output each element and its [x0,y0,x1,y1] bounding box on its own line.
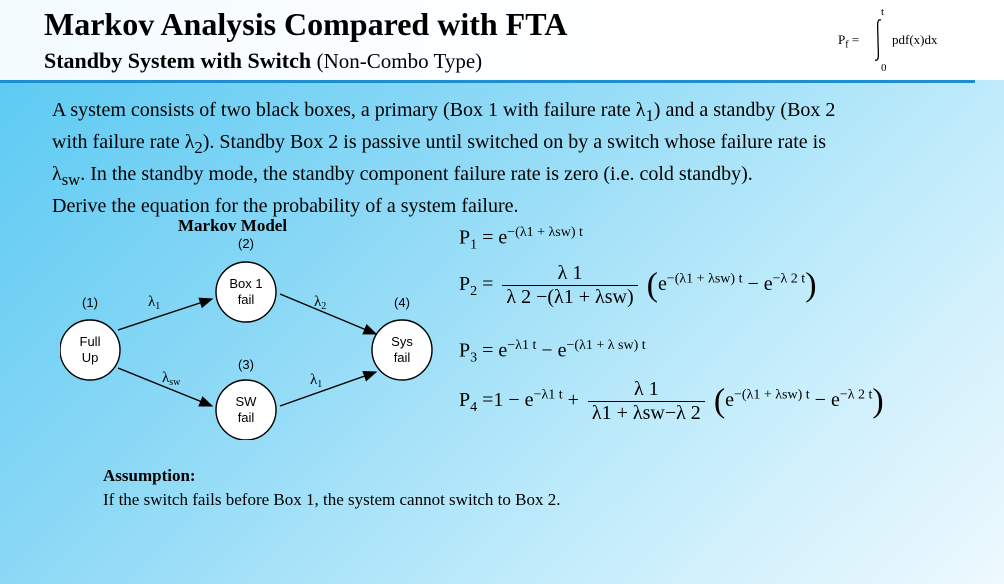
integrand: pdf(x)dx [892,32,938,47]
state-1-circle [60,319,121,381]
desc-s4: ). Standby Box 2 is passive until switch… [202,131,826,153]
desc-s3-sub: 2 [194,138,203,157]
state-3-line2: fail [238,410,255,425]
p4-minus: − e [809,389,840,412]
state-2-line1: Box 1 [229,276,262,291]
rate-1-2: λ1 [148,294,160,312]
p4-sub: 4 [470,400,478,416]
p2-exp1: −(λ1 + λsw) t [666,271,743,287]
integral-sign [874,19,882,61]
p2-lhs: P [459,273,471,296]
state-4-line1: Sys [391,334,413,349]
p1-sub: 1 [470,237,478,253]
edge-3-4 [279,370,378,407]
header-divider [0,80,975,83]
desc-s6: . In the standby mode, the standby compo… [80,163,753,185]
desc-s5: λ [52,163,62,185]
p3-exp2: −(λ1 + λ sw) t [566,338,646,353]
desc-s5-sub: sw [61,170,81,189]
integral-formula: Pf = t 0 pdf(x)dx [838,4,968,74]
edge-1-2 [117,297,214,331]
state-3-line1: SW [236,394,258,409]
state-2-id: (2) [238,236,254,251]
formula-lhs: Pf = [838,32,860,51]
integral-lower: 0 [881,62,887,74]
edge-2-4 [279,293,378,335]
p4-exp2: −(λ1 + λsw) t [734,387,810,403]
problem-description: A system consists of two black boxes, a … [52,97,952,220]
state-4-circle [371,319,433,381]
state-3-circle [215,379,277,440]
p4-eq: =1 − e [477,389,534,412]
p3-lhs: P [459,339,471,362]
p4-lparen: ( [713,382,726,420]
p4-exp1: −λ1 t [533,387,563,403]
page-subtitle: Standby System with Switch (Non-Combo Ty… [44,48,482,74]
rate-3-4: λ1 [310,372,322,390]
p2-minus: − e [742,273,773,296]
p2-eq: = [477,273,499,296]
state-4-id: (4) [394,295,410,310]
desc-s3: with failure rate λ [52,131,195,153]
p2-num: λ 1 [502,262,638,286]
p4-den: λ1 + λsw−λ 2 [591,402,701,424]
p4-rparen: ) [872,382,884,420]
desc-s1: A system consists of two black boxes, a … [52,99,646,121]
assumption-heading: Assumption: [103,466,196,485]
p1-eq: = e [477,226,508,249]
state-2-circle [215,261,277,323]
state-1-line2: Up [82,350,99,365]
markov-title: Markov Model [178,216,288,235]
p4-lhs: P [459,389,471,412]
state-3-id: (3) [238,357,254,372]
subtitle-main: Standby System with Switch [44,48,312,73]
page-title: Markov Analysis Compared with FTA [44,6,568,42]
edge-1-3 [117,367,214,407]
rate-1-3: λsw [162,370,181,388]
p2-rparen: ) [805,266,817,304]
state-1-id: (1) [82,295,98,310]
p2-sub: 2 [470,284,478,300]
state-2-line2: fail [238,292,255,307]
p4-e1: e [725,389,735,412]
equation-p3: P3 = e−λ1 t − e−(λ1 + λ sw) t [459,338,646,367]
p3-exp1: −λ1 t [507,338,537,353]
p2-lparen: ( [646,266,658,304]
p3-sub: 3 [470,350,478,366]
p2-den: λ 2 −(λ1 + λsw) [506,286,634,308]
equation-p1: P1 = e−(λ1 + λsw) t [459,225,583,254]
subtitle-note: (Non-Combo Type) [316,49,483,73]
header-bar [0,0,1004,80]
formula-p: P [838,32,846,47]
p4-num: λ 1 [587,378,705,402]
rate-2-4: λ2 [314,294,326,312]
p4-exp3: −λ 2 t [839,387,873,403]
p2-e1: e [657,273,667,296]
markov-diagram: Full Up Box 1 fail SW fail Sys fail (1) … [60,236,433,440]
state-1-line1: Full [80,334,101,349]
p1-exp: −(λ1 + λsw) t [507,225,583,240]
integral-upper: t [881,6,885,18]
p3-minus: − e [536,339,567,362]
formula-sub: f [845,39,849,51]
p2-exp2: −λ 2 t [772,271,806,287]
desc-s2: ) and a standby (Box 2 [653,99,836,121]
assumption-text: If the switch fails before Box 1, the sy… [103,490,561,509]
p1-lhs: P [459,226,471,249]
state-4-line2: fail [394,350,411,365]
p4-plus: + [562,389,584,412]
desc-s1-sub: 1 [645,106,654,125]
p3-eq: = e [477,339,508,362]
desc-s7: Derive the equation for the probability … [52,195,519,217]
